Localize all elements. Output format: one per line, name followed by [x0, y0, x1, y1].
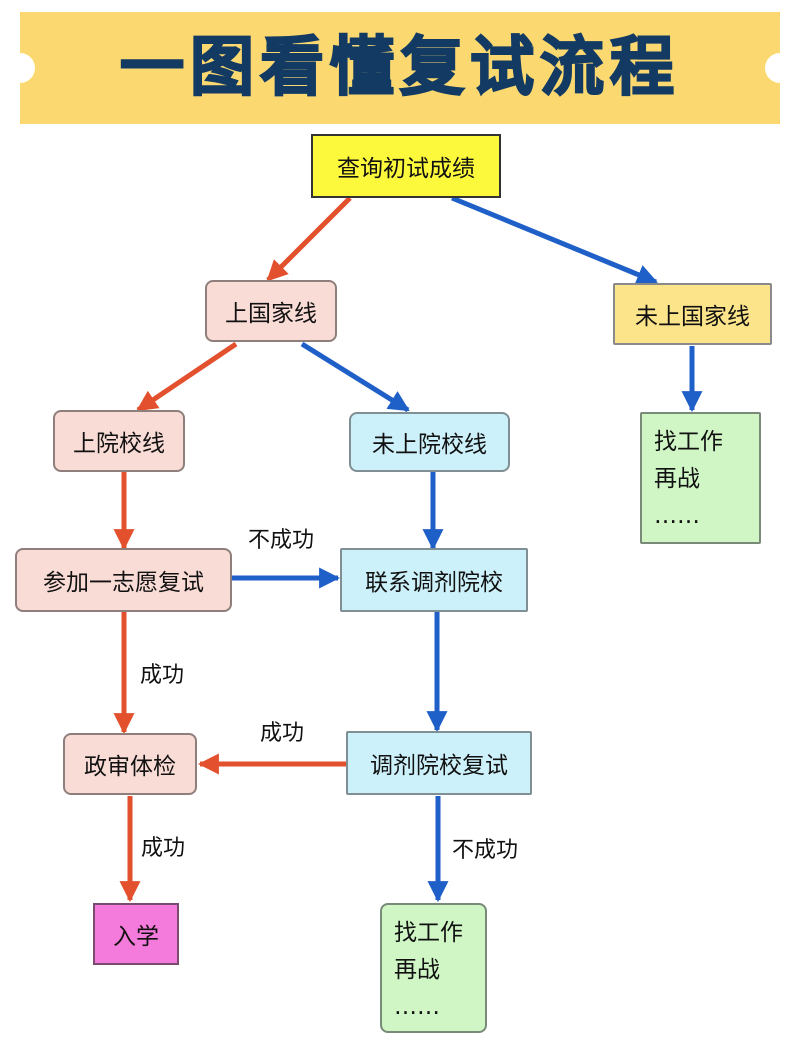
- node-below-national-line-label: 未上国家线: [635, 304, 750, 330]
- node-below-national-line: 未上国家线: [613, 283, 772, 345]
- node-above-national-line-label: 上国家线: [225, 301, 317, 327]
- node-below-school-line: 未上院校线: [349, 412, 510, 472]
- arrow-above-national-to-above-school: [136, 341, 238, 413]
- node-job-again-right-line3: ……: [654, 503, 700, 529]
- page-title: 一图看懂复试流程: [119, 30, 680, 106]
- arrow-above-national-to-below-school: [300, 341, 410, 413]
- node-job-again-right-line1: 找工作: [654, 429, 723, 455]
- node-job-again-bottom-line1: 找工作: [394, 920, 463, 946]
- label-check-success: 成功: [141, 836, 186, 861]
- node-job-again-right: 找工作 再战 ……: [640, 412, 761, 544]
- node-background-check: 政审体检: [63, 733, 197, 795]
- node-query-score: 查询初试成绩: [311, 134, 501, 198]
- banner-notch-left: [5, 53, 35, 83]
- node-below-school-line-label: 未上院校线: [372, 432, 487, 458]
- node-query-score-label: 查询初试成绩: [337, 156, 475, 182]
- node-first-choice-retest-label: 参加一志愿复试: [43, 570, 204, 596]
- node-adjust-retest: 调剂院校复试: [346, 731, 532, 795]
- node-job-again-bottom-line3: ……: [394, 994, 440, 1020]
- label-adjust-fail: 不成功: [452, 838, 519, 863]
- node-job-again-right-line2: 再战: [654, 466, 700, 492]
- node-enroll-label: 入学: [113, 924, 159, 950]
- node-contact-adjust-school-label: 联系调剂院校: [365, 570, 503, 596]
- banner-notch-right: [765, 53, 795, 83]
- node-enroll: 入学: [93, 903, 179, 965]
- node-above-national-line: 上国家线: [205, 280, 337, 342]
- node-job-again-bottom: 找工作 再战 ……: [380, 903, 487, 1033]
- label-adjust-success: 成功: [260, 721, 305, 746]
- node-above-school-line: 上院校线: [53, 410, 185, 472]
- label-first-choice-fail: 不成功: [248, 528, 315, 553]
- node-job-again-bottom-line2: 再战: [394, 957, 440, 983]
- title-banner: 一图看懂复试流程: [5, 12, 795, 124]
- node-adjust-retest-label: 调剂院校复试: [370, 753, 508, 779]
- node-first-choice-retest: 参加一志愿复试: [15, 548, 232, 612]
- arrow-query-to-above-national: [266, 196, 352, 282]
- label-first-choice-success: 成功: [140, 663, 185, 688]
- node-contact-adjust-school: 联系调剂院校: [340, 548, 528, 612]
- node-background-check-label: 政审体检: [84, 754, 176, 780]
- node-above-school-line-label: 上院校线: [73, 431, 165, 457]
- arrow-query-to-below-national: [451, 195, 658, 285]
